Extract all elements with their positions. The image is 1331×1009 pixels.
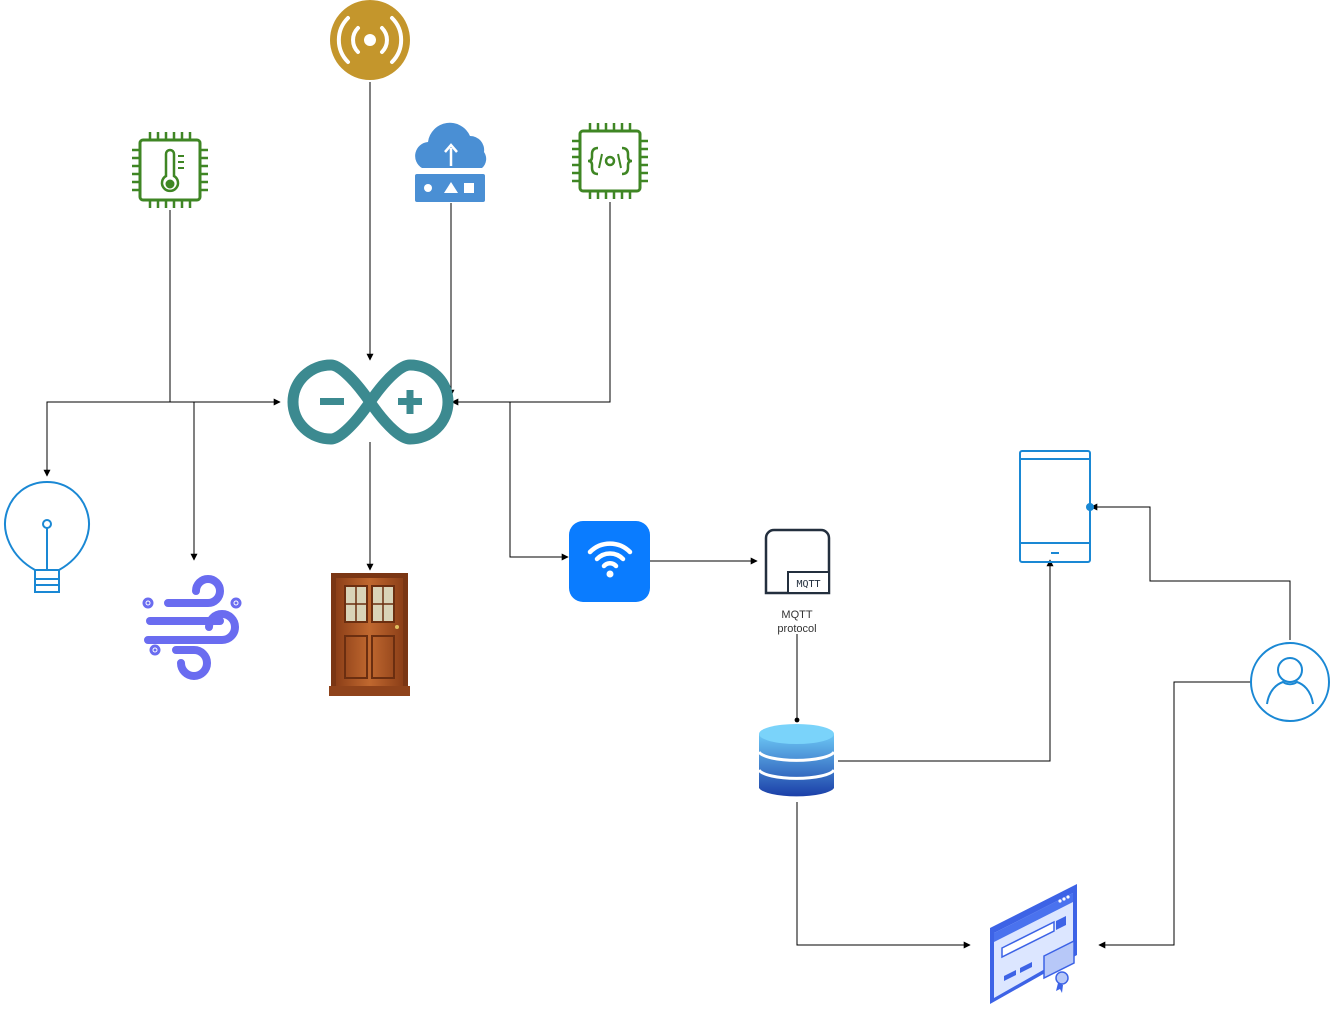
connector-database-to-phone	[838, 559, 1054, 762]
connector-database-to-dashboard	[796, 802, 971, 949]
cloud-router-icon	[415, 122, 487, 202]
temperature-sensor-chip-icon	[132, 132, 208, 208]
connector-temp-to-arduino	[169, 210, 281, 406]
mqtt-label-line1: MQTT	[781, 609, 812, 621]
door-icon	[329, 573, 410, 696]
connector-chip-to-arduino	[451, 202, 611, 406]
rfid-sensor-icon	[330, 0, 410, 80]
light-bulb-icon	[4, 480, 90, 593]
web-dashboard-icon	[990, 884, 1077, 1004]
connector-user-to-dashboard	[1098, 681, 1250, 949]
mobile-phone-icon	[1019, 450, 1094, 563]
mqtt-icon: MQTT	[764, 528, 831, 595]
arduino-icon	[287, 359, 454, 445]
processor-chip-icon	[572, 123, 648, 199]
mqtt-icon-text: MQTT	[796, 579, 820, 590]
connector-user-to-phone	[1090, 503, 1291, 640]
mqtt-label-line2: protocol	[777, 623, 816, 635]
connectors	[43, 82, 1291, 949]
wifi-icon	[569, 521, 650, 602]
connector-arduino-to-wifi	[509, 402, 569, 561]
database-icon	[757, 724, 836, 797]
fan-wind-icon	[142, 575, 242, 680]
user-icon	[1250, 642, 1330, 722]
connector-temp-to-bulb	[43, 401, 170, 477]
